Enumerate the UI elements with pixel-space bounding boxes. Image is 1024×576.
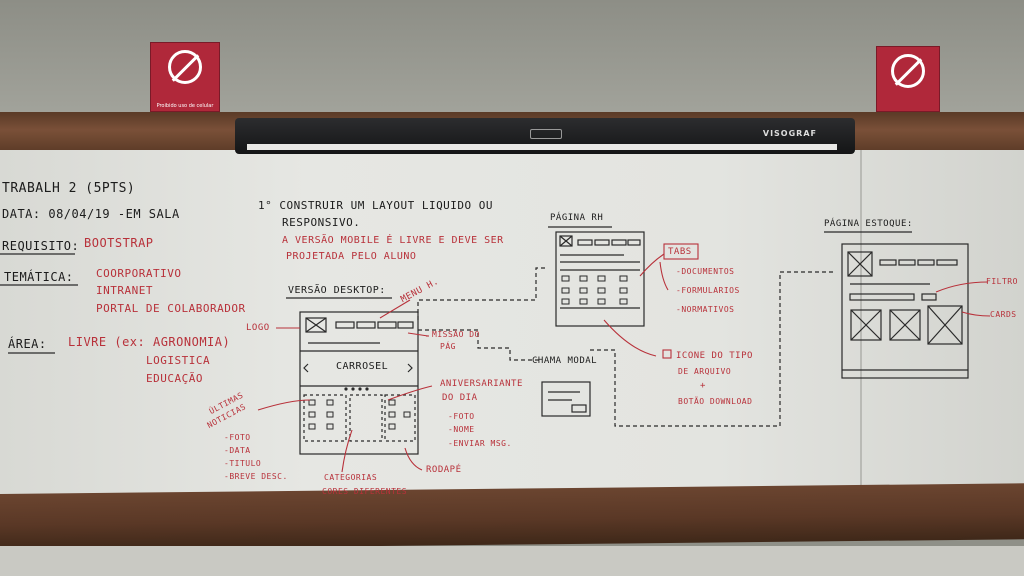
requisito-label: REQUISITO:: [2, 239, 80, 253]
filter-label: FILTRO: [986, 277, 1018, 286]
area-label: ÁREA:: [8, 337, 47, 351]
birthday-field: -FOTO: [448, 412, 475, 421]
file-icon-label: ICONE DO TIPO: [676, 351, 753, 361]
news-field: -FOTO: [224, 433, 251, 442]
whiteboard: [0, 150, 1024, 520]
footer-label: RODAPÉ: [426, 465, 462, 475]
modal-label: CHAMA MODAL: [532, 356, 598, 366]
stock-heading: PÁGINA ESTOQUE:: [824, 219, 913, 229]
tematica-item: COORPORATIVO: [96, 267, 182, 280]
news-field: -DATA: [224, 446, 251, 455]
download-label: BOTÃO DOWNLOAD: [678, 397, 753, 406]
mobile-note: PROJETADA PELO ALUNO: [286, 251, 417, 262]
rh-heading: PÁGINA RH: [550, 213, 604, 223]
tabs-label: TABS: [668, 247, 692, 257]
no-phone-sign: Proibido uso de celular: [150, 42, 220, 112]
birthday-field: -NOME: [448, 425, 475, 434]
tab-item: -FORMULARIOS: [676, 286, 740, 295]
no-phone-icon: [168, 50, 202, 84]
birthday-field: -ENVIAR MSG.: [448, 439, 512, 448]
birthday-label: DO DIA: [442, 393, 478, 403]
instruction-line: RESPONSIVO.: [282, 216, 361, 229]
mission-label: MISSÃO DO: [432, 330, 480, 339]
tab-item: -NORMATIVOS: [676, 305, 735, 314]
mobile-note: A VERSÃO MOBILE É LIVRE E DEVE SER: [282, 235, 504, 246]
carousel-label: CARROSEL: [336, 361, 389, 372]
tematica-item: PORTAL DE COLABORADOR: [96, 302, 246, 315]
whiteboard-seam: [860, 150, 862, 500]
tematica-item: INTRANET: [96, 284, 153, 297]
area-item: EDUCAÇÃO: [146, 372, 203, 385]
case-latch: [530, 129, 562, 139]
categories-label: CORES DIFERENTES: [322, 487, 408, 496]
cards-label: CARDS: [990, 310, 1017, 319]
lower-wall: [0, 546, 1024, 576]
file-icon-label: DE ARQUIVO: [678, 367, 732, 376]
no-smoking-icon: [891, 54, 925, 88]
news-field: -BREVE DESC.: [224, 472, 288, 481]
no-smoking-sign: [876, 46, 940, 112]
projector-screen-case: VISOGRAF: [235, 118, 855, 154]
tab-item: -DOCUMENTOS: [676, 267, 735, 276]
area-item: LIVRE (ex: AGRONOMIA): [68, 335, 231, 349]
projector-brand: VISOGRAF: [762, 129, 817, 138]
desktop-heading: VERSÃO DESKTOP:: [288, 285, 386, 296]
news-field: -TITULO: [224, 459, 262, 468]
categories-label: CATEGORIAS: [324, 473, 378, 482]
tematica-label: TEMÁTICA:: [4, 270, 74, 284]
logo-label: LOGO: [246, 323, 270, 333]
assignment-date: DATA: 08/04/19 -EM SALA: [2, 207, 180, 221]
instruction-line: 1° CONSTRUIR UM LAYOUT LIQUIDO OU: [258, 199, 494, 212]
plus-sign: +: [700, 381, 706, 391]
birthday-label: ANIVERSARIANTE: [440, 379, 523, 389]
screen-pull-bar: [247, 144, 837, 150]
area-item: LOGISTICA: [146, 354, 211, 367]
assignment-title: TRABALH 2 (5PTS): [2, 181, 136, 196]
mission-label: PÁG: [440, 342, 456, 351]
no-phone-caption: Proibido uso de celular: [156, 103, 214, 109]
requisito-value: BOOTSTRAP: [84, 236, 154, 250]
